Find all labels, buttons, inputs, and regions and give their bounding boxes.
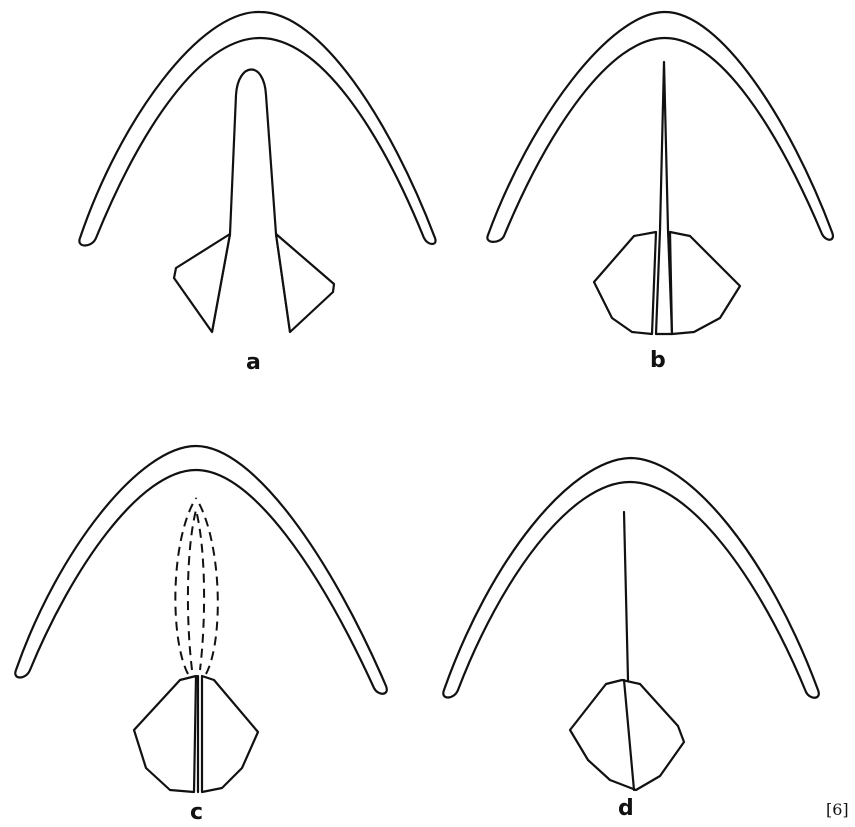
plate-right-b xyxy=(670,232,740,334)
plate-right-c xyxy=(202,676,258,792)
panel-b xyxy=(487,12,833,334)
reference-number: [6] xyxy=(826,800,849,819)
tongue-body-a xyxy=(212,69,290,332)
stylus-b xyxy=(656,62,672,334)
panel-label-c: c xyxy=(190,800,203,825)
dashed-inner-c xyxy=(188,510,204,670)
panel-label-b: b xyxy=(650,348,666,373)
panel-label-d: d xyxy=(618,796,634,821)
hyoid-plate-d xyxy=(570,680,684,790)
stylus-d xyxy=(624,512,628,680)
jaw-arch-d xyxy=(443,458,819,698)
plate-left-b xyxy=(594,232,656,334)
panel-a xyxy=(79,12,435,332)
panel-d xyxy=(443,458,819,790)
panel-label-a: a xyxy=(246,350,261,375)
panel-c xyxy=(15,446,387,792)
plate-left-c xyxy=(134,676,196,792)
dashed-outline-right-c xyxy=(196,498,218,674)
dashed-outline-left-c xyxy=(175,498,196,674)
